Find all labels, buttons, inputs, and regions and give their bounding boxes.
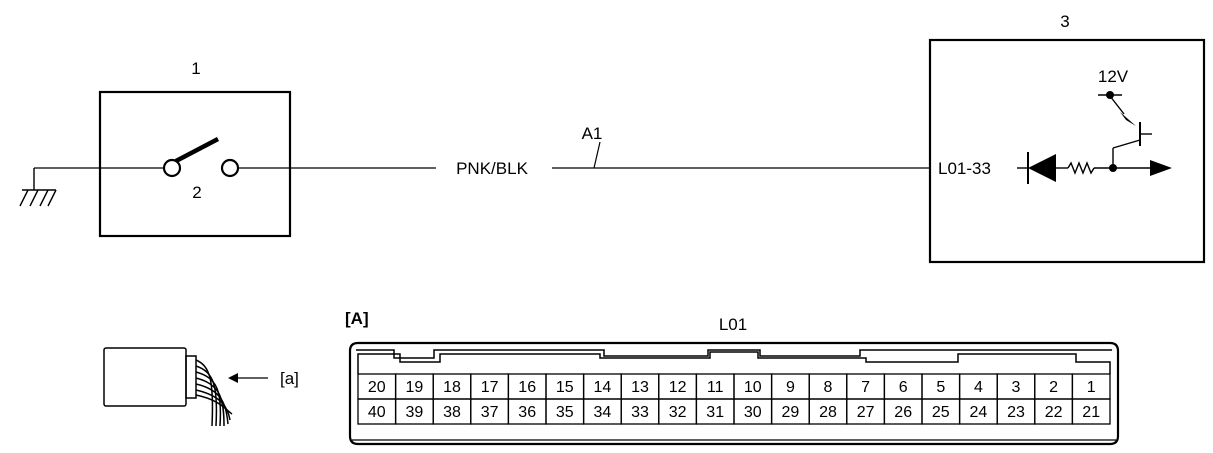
pin-number: 18	[443, 379, 461, 396]
pin-number: 19	[406, 379, 424, 396]
wire-color-label: PNK/BLK	[456, 159, 528, 178]
pin-number: 25	[932, 404, 950, 421]
pin-number: 20	[368, 379, 386, 396]
pin-number: 15	[556, 379, 574, 396]
ground-icon	[19, 168, 57, 207]
switch-box-label: 1	[191, 59, 200, 78]
pin-number: 1	[1087, 379, 1096, 396]
output-arrow-icon	[1150, 160, 1172, 176]
pin-number: 36	[518, 404, 536, 421]
connector-face	[348, 341, 1120, 446]
connector-body-icon	[103, 347, 233, 427]
pin-number: 26	[894, 404, 912, 421]
pin-number: 4	[974, 379, 983, 396]
pin-number: 6	[899, 379, 908, 396]
diode-icon	[1028, 154, 1056, 182]
wire-id-label: A1	[582, 124, 603, 143]
pin-number: 8	[824, 379, 833, 396]
pin-number: 9	[786, 379, 795, 396]
pin-number: 21	[1082, 404, 1100, 421]
pin-number: 11	[707, 379, 724, 396]
pin-number: 13	[631, 379, 649, 396]
ecu-pin-label: L01-33	[938, 159, 991, 178]
ecu-component-box	[928, 38, 1206, 264]
ecu-box-label: 3	[1060, 12, 1069, 31]
pin-number: 23	[1007, 404, 1025, 421]
pin-number: 38	[443, 404, 461, 421]
switch-label: 2	[192, 183, 201, 202]
pin-number: 7	[861, 379, 870, 396]
pin-number: 40	[368, 404, 386, 421]
pin-number: 32	[669, 404, 687, 421]
pin-cell	[1071, 398, 1111, 425]
pin-number: 35	[556, 404, 574, 421]
pin-number: 3	[1012, 379, 1021, 396]
pin-number: 24	[970, 404, 988, 421]
wire-id-leader	[593, 141, 601, 169]
pin-number: 17	[481, 379, 499, 396]
switch-component-box	[98, 90, 292, 238]
pin-number: 10	[744, 379, 762, 396]
pin-number: 34	[594, 404, 612, 421]
harness-label: [a]	[280, 369, 299, 388]
pin-number: 12	[669, 379, 687, 396]
transistor-arrow-icon	[1120, 112, 1136, 126]
pin-number: 39	[406, 404, 424, 421]
pin-number: 27	[857, 404, 875, 421]
pin-number: 28	[819, 404, 837, 421]
pin-number: 22	[1045, 404, 1063, 421]
switch-icon	[162, 137, 240, 178]
connector-name: L01	[719, 315, 747, 334]
pin-number: 2	[1049, 379, 1058, 396]
resistor-icon	[1067, 161, 1095, 175]
pin-number: 31	[706, 404, 724, 421]
pin-number: 29	[782, 404, 800, 421]
pin-number: 37	[481, 404, 499, 421]
pin-number: 30	[744, 404, 762, 421]
view-label: [A]	[345, 309, 369, 328]
pin-number: 14	[594, 379, 612, 396]
pin-number: 5	[936, 379, 945, 396]
harness-arrow-icon	[228, 373, 238, 383]
supply-voltage-label: 12V	[1098, 67, 1129, 86]
ecu-internal-circuit	[1017, 91, 1172, 184]
pin-number: 16	[518, 379, 536, 396]
pin-number: 33	[631, 404, 649, 421]
